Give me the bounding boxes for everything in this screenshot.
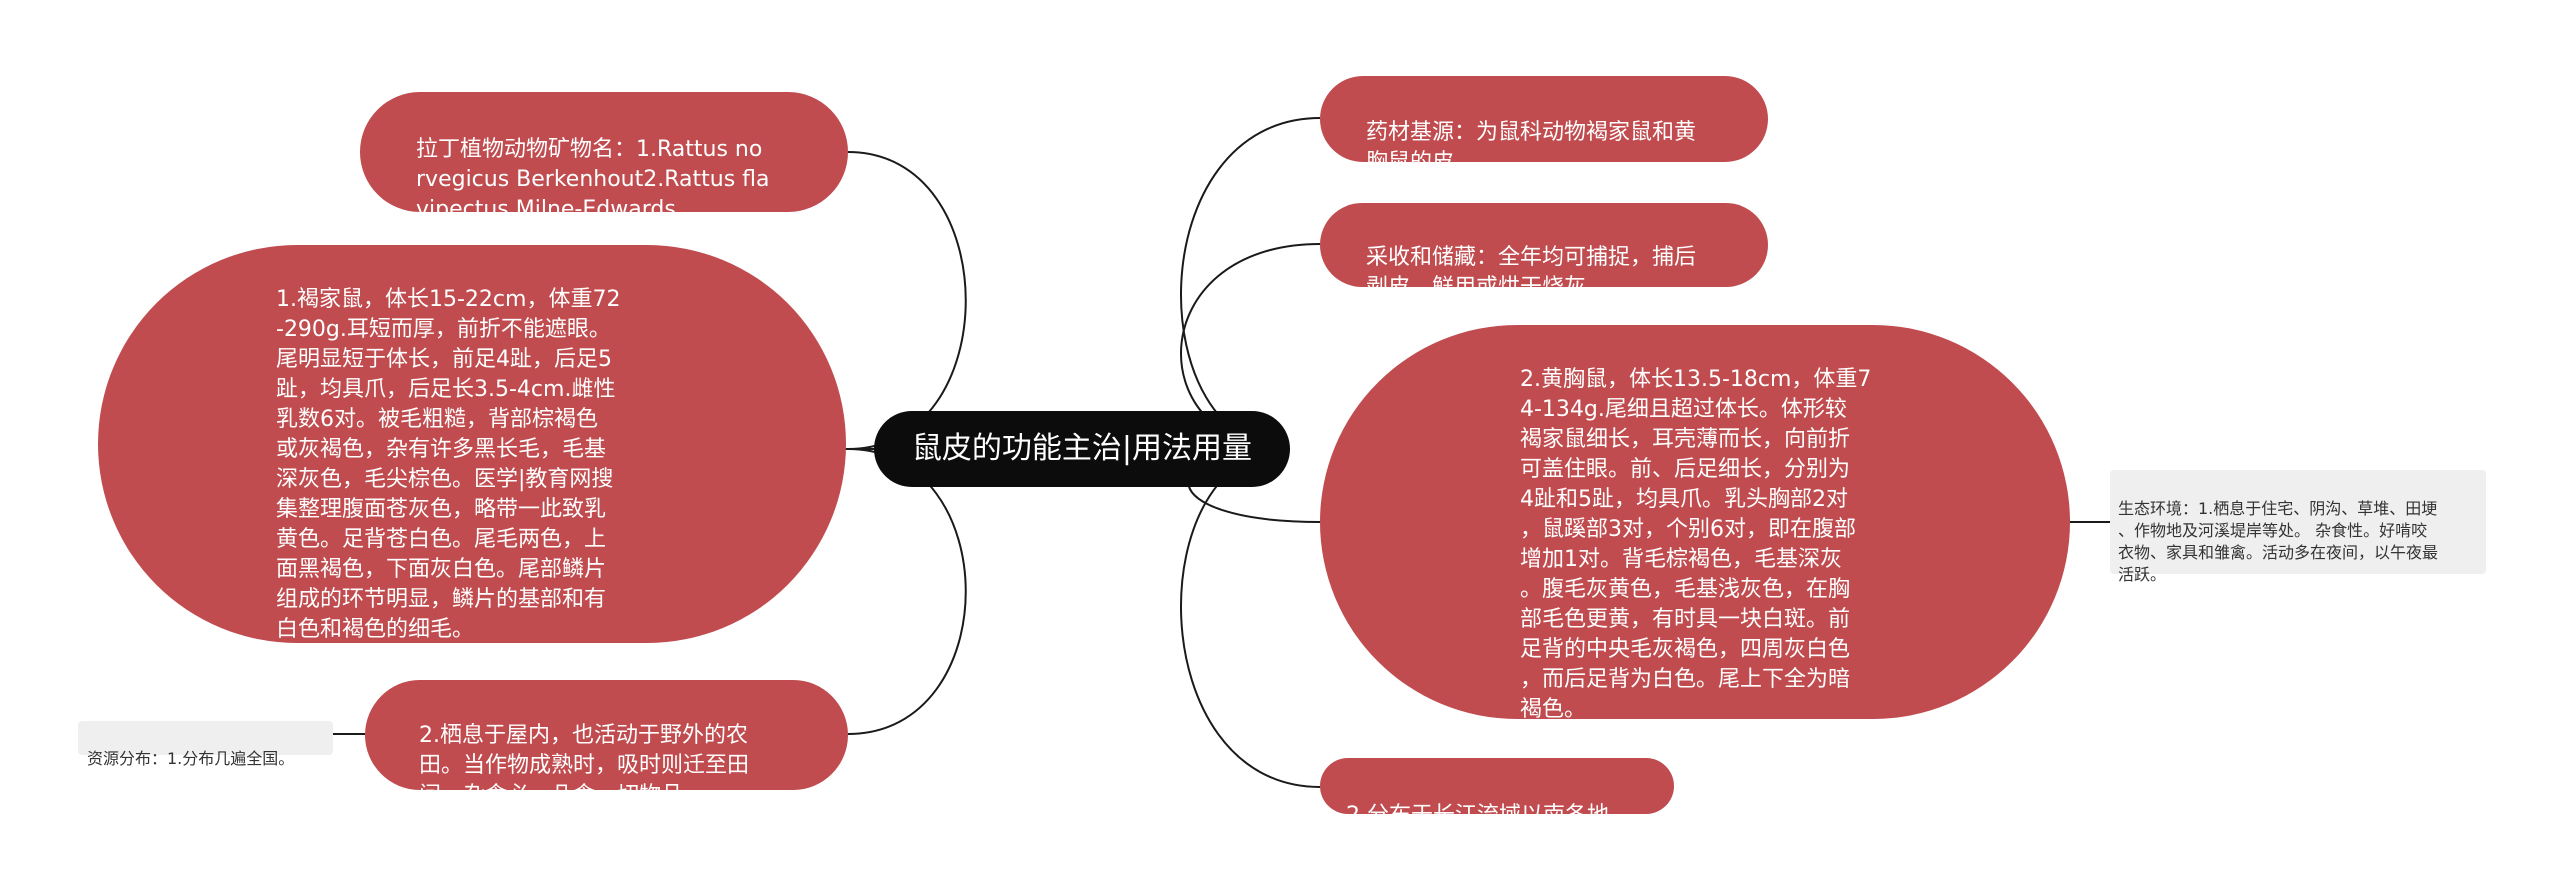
branch-distribution-label: 2.分布于长江流域以南各地。 xyxy=(1346,803,1631,828)
branch-source[interactable]: 药材基源：为鼠科动物褐家鼠和黄 胸鼠的皮。 xyxy=(1320,76,1768,175)
leaf-ecology-label: 生态环境：1.栖息于住宅、阴沟、草堆、田埂 、作物地及河溪堤岸等处。 杂食性。好… xyxy=(2118,499,2439,584)
leaf-resource-distribution[interactable]: 资源分布：1.分布几遍全国。 xyxy=(78,721,333,768)
branch-brown-rat[interactable]: 1.褐家鼠，体长15-22cm，体重72 -290g.耳短而厚，前折不能遮眼。 … xyxy=(98,245,846,643)
branch-habitat-brown[interactable]: 2.栖息于屋内，也活动于野外的农 田。当作物成熟时，吸时则迁至田 间。杂食必，几… xyxy=(365,680,848,808)
link-habitat-brown xyxy=(847,448,967,735)
link-latin-name xyxy=(847,151,967,450)
branch-yellow-rat-label: 2.黄胸鼠，体长13.5-18cm，体重7 4-134g.尾细且超过体长。体形较… xyxy=(1520,367,1872,722)
branch-brown-rat-label: 1.褐家鼠，体长15-22cm，体重72 -290g.耳短而厚，前折不能遮眼。 … xyxy=(276,287,621,642)
branch-habitat-brown-label: 2.栖息于屋内，也活动于野外的农 田。当作物成熟时，吸时则迁至田 间。杂食必，几… xyxy=(419,723,750,808)
branch-latin-name[interactable]: 拉丁植物动物矿物名：1.Rattus no rvegicus Berkenhou… xyxy=(360,92,848,222)
branch-harvest-label: 采收和储藏：全年均可捕捉，捕后 剥皮，鲜用或烘干烧灰。 xyxy=(1366,245,1697,300)
link-distribution xyxy=(1180,448,1321,788)
branch-distribution[interactable]: 2.分布于长江流域以南各地。 xyxy=(1320,758,1674,828)
root-label: 鼠皮的功能主治|用法用量 xyxy=(911,431,1253,466)
link-source xyxy=(1180,117,1321,450)
leaf-resource-distribution-label: 资源分布：1.分布几遍全国。 xyxy=(87,749,295,768)
leaf-ecology[interactable]: 生态环境：1.栖息于住宅、阴沟、草堆、田埂 、作物地及河溪堤岸等处。 杂食性。好… xyxy=(2110,470,2486,584)
branch-source-label: 药材基源：为鼠科动物褐家鼠和黄 胸鼠的皮。 xyxy=(1366,120,1697,175)
branch-latin-name-label: 拉丁植物动物矿物名：1.Rattus no rvegicus Berkenhou… xyxy=(416,137,770,222)
branch-yellow-rat[interactable]: 2.黄胸鼠，体长13.5-18cm，体重7 4-134g.尾细且超过体长。体形较… xyxy=(1320,325,2070,722)
branch-harvest[interactable]: 采收和储藏：全年均可捕捉，捕后 剥皮，鲜用或烘干烧灰。 xyxy=(1320,203,1768,300)
root-node[interactable]: 鼠皮的功能主治|用法用量 xyxy=(874,411,1290,487)
